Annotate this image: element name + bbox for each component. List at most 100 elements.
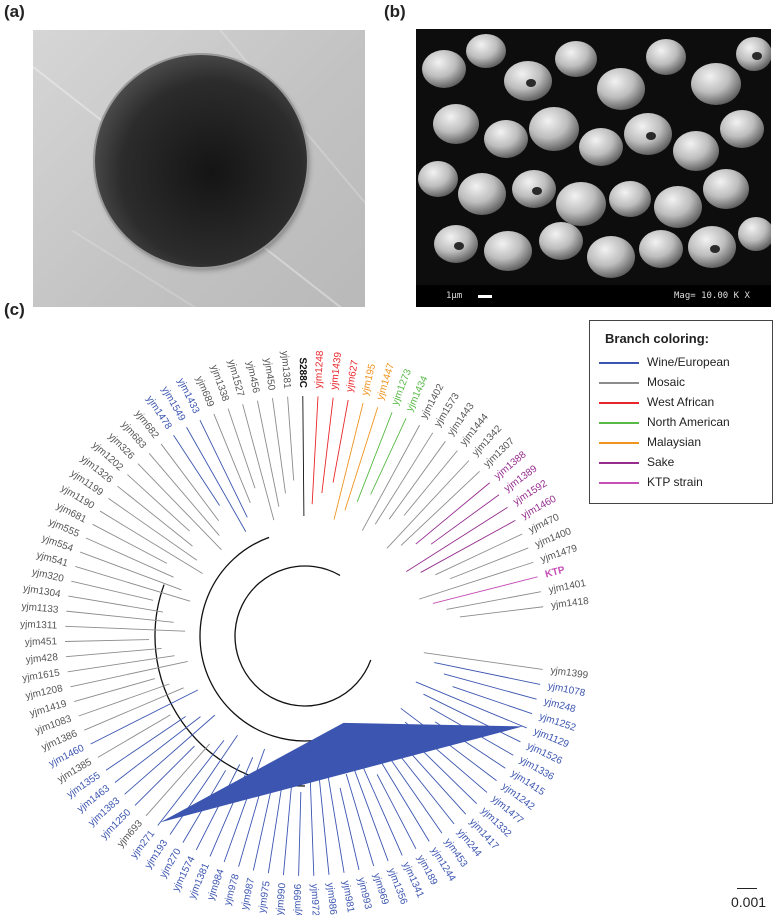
yeast-cell xyxy=(484,120,528,158)
tree-branch xyxy=(409,751,467,815)
panel-c-label: (c) xyxy=(4,300,25,319)
strain-label: yjm1401 xyxy=(548,578,588,596)
tree-branch xyxy=(213,413,251,503)
panel-b-label: (b) xyxy=(384,2,406,21)
tree-branch xyxy=(376,774,417,850)
tree-branch xyxy=(114,716,201,783)
tree-branch xyxy=(65,639,150,642)
legend-label: Wine/European xyxy=(647,355,730,369)
strain-label: yjm981 xyxy=(340,880,356,914)
legend-swatch xyxy=(599,442,639,444)
tree-internal-arc xyxy=(154,584,306,787)
yeast-cell xyxy=(422,50,466,88)
strain-label: yjm969 xyxy=(371,872,391,906)
strain-label: yjm1381 xyxy=(279,351,293,390)
tree-branch xyxy=(199,419,248,518)
strain-label: yjm1399 xyxy=(550,665,589,681)
tree-branch xyxy=(71,580,154,601)
sem-info-bar: 1μm Mag= 10.00 K X xyxy=(416,285,771,307)
tree-branch xyxy=(173,434,220,506)
strain-label: yjm1615 xyxy=(22,668,61,685)
tree-branch xyxy=(124,714,216,795)
tree-svg: yjm1399yjm1078yjm248yjm1252yjm1129yjm152… xyxy=(20,350,590,915)
tree-branch xyxy=(345,773,375,867)
bud-scar xyxy=(646,132,656,140)
tree-branch xyxy=(84,687,184,731)
yeast-cell xyxy=(654,186,702,228)
yeast-cell xyxy=(609,181,651,217)
tree-branch xyxy=(309,779,315,876)
branch-color-legend: Branch coloring: Wine/European Mosaic We… xyxy=(589,320,773,504)
strain-label: yjm978 xyxy=(222,872,242,906)
tree-branch xyxy=(403,450,458,516)
sem-magnification: Mag= 10.00 K X xyxy=(674,291,750,301)
tree-branch xyxy=(446,591,541,610)
tree-branch xyxy=(379,758,430,842)
bud-scar xyxy=(532,187,542,195)
strain-label: yjm451 xyxy=(25,636,58,648)
tree-branch xyxy=(85,537,174,578)
tree-branch xyxy=(386,460,470,549)
tree-branch xyxy=(333,403,364,520)
strain-label: yjm320 xyxy=(31,567,65,585)
tree-branch xyxy=(105,716,186,771)
yeast-colony xyxy=(95,55,307,267)
legend-item: West African xyxy=(590,395,772,411)
yeast-cell xyxy=(738,217,771,251)
tree-branch xyxy=(227,408,256,489)
tree-branch xyxy=(65,625,186,632)
strain-label: yjm195 xyxy=(360,362,379,396)
tree-branch xyxy=(209,757,254,857)
strain-label: yjm990 xyxy=(274,882,288,915)
tree-branch xyxy=(370,418,407,495)
tree-branch xyxy=(67,655,175,673)
tree-branch xyxy=(423,693,521,743)
tree-branch xyxy=(137,463,222,551)
tree-branch xyxy=(80,551,182,591)
tree-branch xyxy=(374,432,434,525)
sem-micrograph: 1μm Mag= 10.00 K X xyxy=(416,29,771,307)
tree-branch xyxy=(432,576,538,604)
strain-label: yjm450 xyxy=(261,358,276,392)
tree-branch xyxy=(169,734,238,835)
tree-branch xyxy=(65,647,162,658)
sem-scale-bar xyxy=(478,295,492,298)
tree-branch xyxy=(350,759,389,862)
tree-branch xyxy=(157,739,225,826)
strain-label: yjm1418 xyxy=(550,596,589,612)
tree-branch xyxy=(78,683,170,717)
strain-label: yjm993 xyxy=(355,876,373,910)
legend-swatch xyxy=(599,482,639,484)
legend-item: Wine/European xyxy=(590,355,772,371)
tree-branch xyxy=(302,396,305,517)
legend-item: Malaysian xyxy=(590,435,772,451)
strain-label: yjm1208 xyxy=(25,683,65,702)
tree-internal-arc xyxy=(199,536,358,742)
tree-branch xyxy=(272,398,286,494)
legend-label: North American xyxy=(647,415,730,429)
tree-branch xyxy=(99,510,203,574)
strain-label: yjm1439 xyxy=(329,351,344,390)
tree-internal-arc xyxy=(234,565,372,707)
tree-branch xyxy=(344,407,379,511)
strain-label: yjm456 xyxy=(244,360,261,394)
strain-label: yjm627 xyxy=(344,359,361,393)
tree-branch xyxy=(127,474,190,532)
tree-branch xyxy=(90,689,199,745)
tree-branch xyxy=(108,497,198,561)
tree-branch xyxy=(68,595,164,613)
tree-branch xyxy=(419,561,534,600)
legend-title: Branch coloring: xyxy=(605,331,710,346)
strain-label: S288C xyxy=(297,357,308,388)
tree-branch xyxy=(148,453,220,536)
strain-label: yjm1248 xyxy=(313,350,326,389)
tree-branch xyxy=(145,743,210,817)
tree-branch xyxy=(423,652,543,670)
tree-branch xyxy=(321,397,334,494)
tree-scale-bar xyxy=(737,888,757,889)
tree-branch xyxy=(195,764,241,851)
yeast-cell xyxy=(597,68,645,110)
legend-swatch xyxy=(599,382,639,384)
yeast-cell xyxy=(418,161,458,197)
tree-branch xyxy=(459,606,544,618)
